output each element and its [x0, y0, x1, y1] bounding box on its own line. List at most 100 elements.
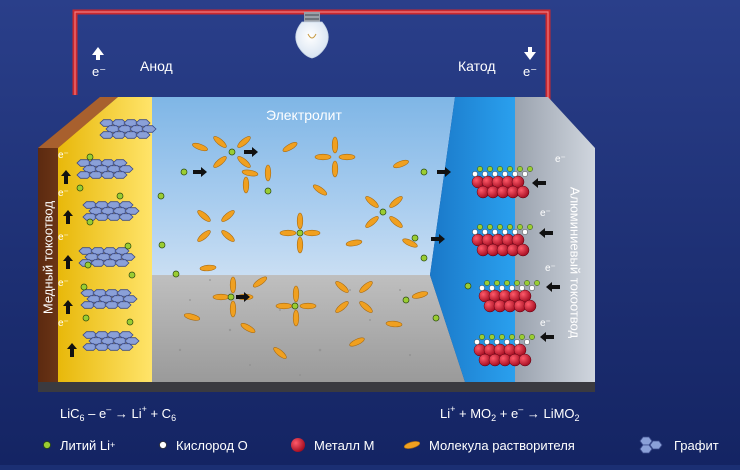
anode-equation: LiC6 – e– → Li+ + C6 [60, 404, 177, 423]
lithium-atom [529, 334, 535, 340]
lithium-atom [477, 166, 483, 172]
solvent-molecule [331, 136, 339, 154]
solvent-molecule [303, 229, 321, 237]
lithium-ion [80, 283, 88, 291]
solvent-molecule [229, 276, 237, 294]
ion-arrows [61, 147, 560, 357]
solvent-molecule [279, 229, 297, 237]
graphite-hex [135, 131, 151, 139]
lithium-atom [504, 280, 510, 286]
solvent-molecule [312, 184, 328, 196]
solvent-molecule [292, 285, 300, 303]
electron-label: e⁻ [545, 263, 556, 274]
oxygen-dot-icon [159, 441, 167, 449]
legend-metal: Металл M [290, 434, 374, 456]
left-arrow-icon [539, 228, 553, 238]
oxygen-atom [512, 171, 518, 177]
solvent-molecule [229, 300, 237, 318]
lithium-atom [507, 224, 513, 230]
electron-label: e⁻ [58, 318, 69, 329]
solvent-molecule [252, 276, 268, 288]
graphite-stacks [76, 119, 157, 351]
graphite-hex [88, 171, 104, 179]
lithium-ion [379, 208, 387, 216]
lithium-atom [489, 334, 495, 340]
graphite-hex [106, 343, 122, 351]
graphite-hex [104, 301, 120, 309]
oxygen-atom [504, 339, 510, 345]
metal-atom [513, 343, 527, 357]
electron-label: e⁻ [58, 188, 69, 199]
graphite-hex [100, 171, 116, 179]
solvent-molecule [331, 160, 339, 178]
graphite-hex [99, 131, 115, 139]
lithium-atom [494, 280, 500, 286]
oxygen-atom [492, 171, 498, 177]
electrolyte-label: Электролит [266, 107, 342, 123]
oxygen-atom [512, 229, 518, 235]
graphite-hex [116, 301, 132, 309]
lithium-atom [524, 280, 530, 286]
solvent-molecule-icon [403, 441, 421, 449]
solvent-molecule [365, 196, 379, 208]
graphite-hex [118, 213, 134, 221]
solvent-molecule [335, 281, 349, 293]
lithium-atom [527, 224, 533, 230]
lithium-atom [519, 334, 525, 340]
cathode-label: Катод [458, 58, 496, 74]
solvent-molecule [359, 281, 373, 293]
lithium-ion [432, 314, 440, 322]
lithium-ion [402, 296, 410, 304]
lithium-ion [126, 318, 134, 326]
graphite-hex [114, 259, 130, 267]
lithium-ion [291, 302, 299, 310]
lithium-ion [86, 218, 94, 226]
left-arrow-icon [540, 332, 554, 342]
lithium-atom [477, 224, 483, 230]
oxygen-atom [524, 339, 530, 345]
lithium-ion [124, 242, 132, 250]
lithium-ion [264, 187, 272, 195]
light-bulb-icon [295, 12, 329, 59]
oxygen-atom [492, 229, 498, 235]
graphite-hex [124, 207, 140, 215]
electron-label: e⁻ [540, 318, 551, 329]
lithium-atom [487, 224, 493, 230]
solvent-molecule [389, 196, 403, 208]
oxygen-atom [514, 339, 520, 345]
graphite-hex [94, 213, 110, 221]
lithium-ion [128, 271, 136, 279]
cathode-equation: Li+ + MO2 + e– → LiMO2 [440, 404, 580, 423]
solvent-molecule [359, 301, 373, 313]
lithium-ion [82, 314, 90, 322]
aluminum-collector-label: Алюминиевый токоотвод [567, 186, 583, 339]
graphite-hex [90, 259, 106, 267]
solvent-molecule [264, 164, 272, 182]
electron-label: e⁻ [58, 150, 69, 161]
legend-solvent-text: Молекула растворителя [429, 437, 575, 453]
graphite-hex [102, 259, 118, 267]
graphite-hex-icon [639, 436, 663, 454]
cathode-clusters [471, 166, 540, 367]
electron-label-right: e⁻ [523, 64, 538, 79]
electron-label: e⁻ [58, 278, 69, 289]
lithium-ion [86, 153, 94, 161]
lithium-atom [484, 280, 490, 286]
solvent-molecule [275, 302, 293, 310]
electron-down-arrow-icon [524, 47, 536, 60]
solvent-molecule [197, 210, 211, 222]
lithium-ion [296, 229, 304, 237]
oxygen-atom [489, 285, 495, 291]
lithium-ion [464, 282, 472, 290]
solvent-molecule [335, 301, 349, 313]
aluminum-collector [515, 97, 595, 382]
electron-up-arrow-icon [92, 47, 104, 60]
right-arrow-icon [244, 147, 258, 157]
metal-atom [516, 185, 530, 199]
metal-atom [511, 175, 525, 189]
oxygen-atom [529, 285, 535, 291]
solvent-molecules [183, 136, 429, 359]
lithium-atom [497, 224, 503, 230]
solvent-molecule [365, 216, 379, 228]
